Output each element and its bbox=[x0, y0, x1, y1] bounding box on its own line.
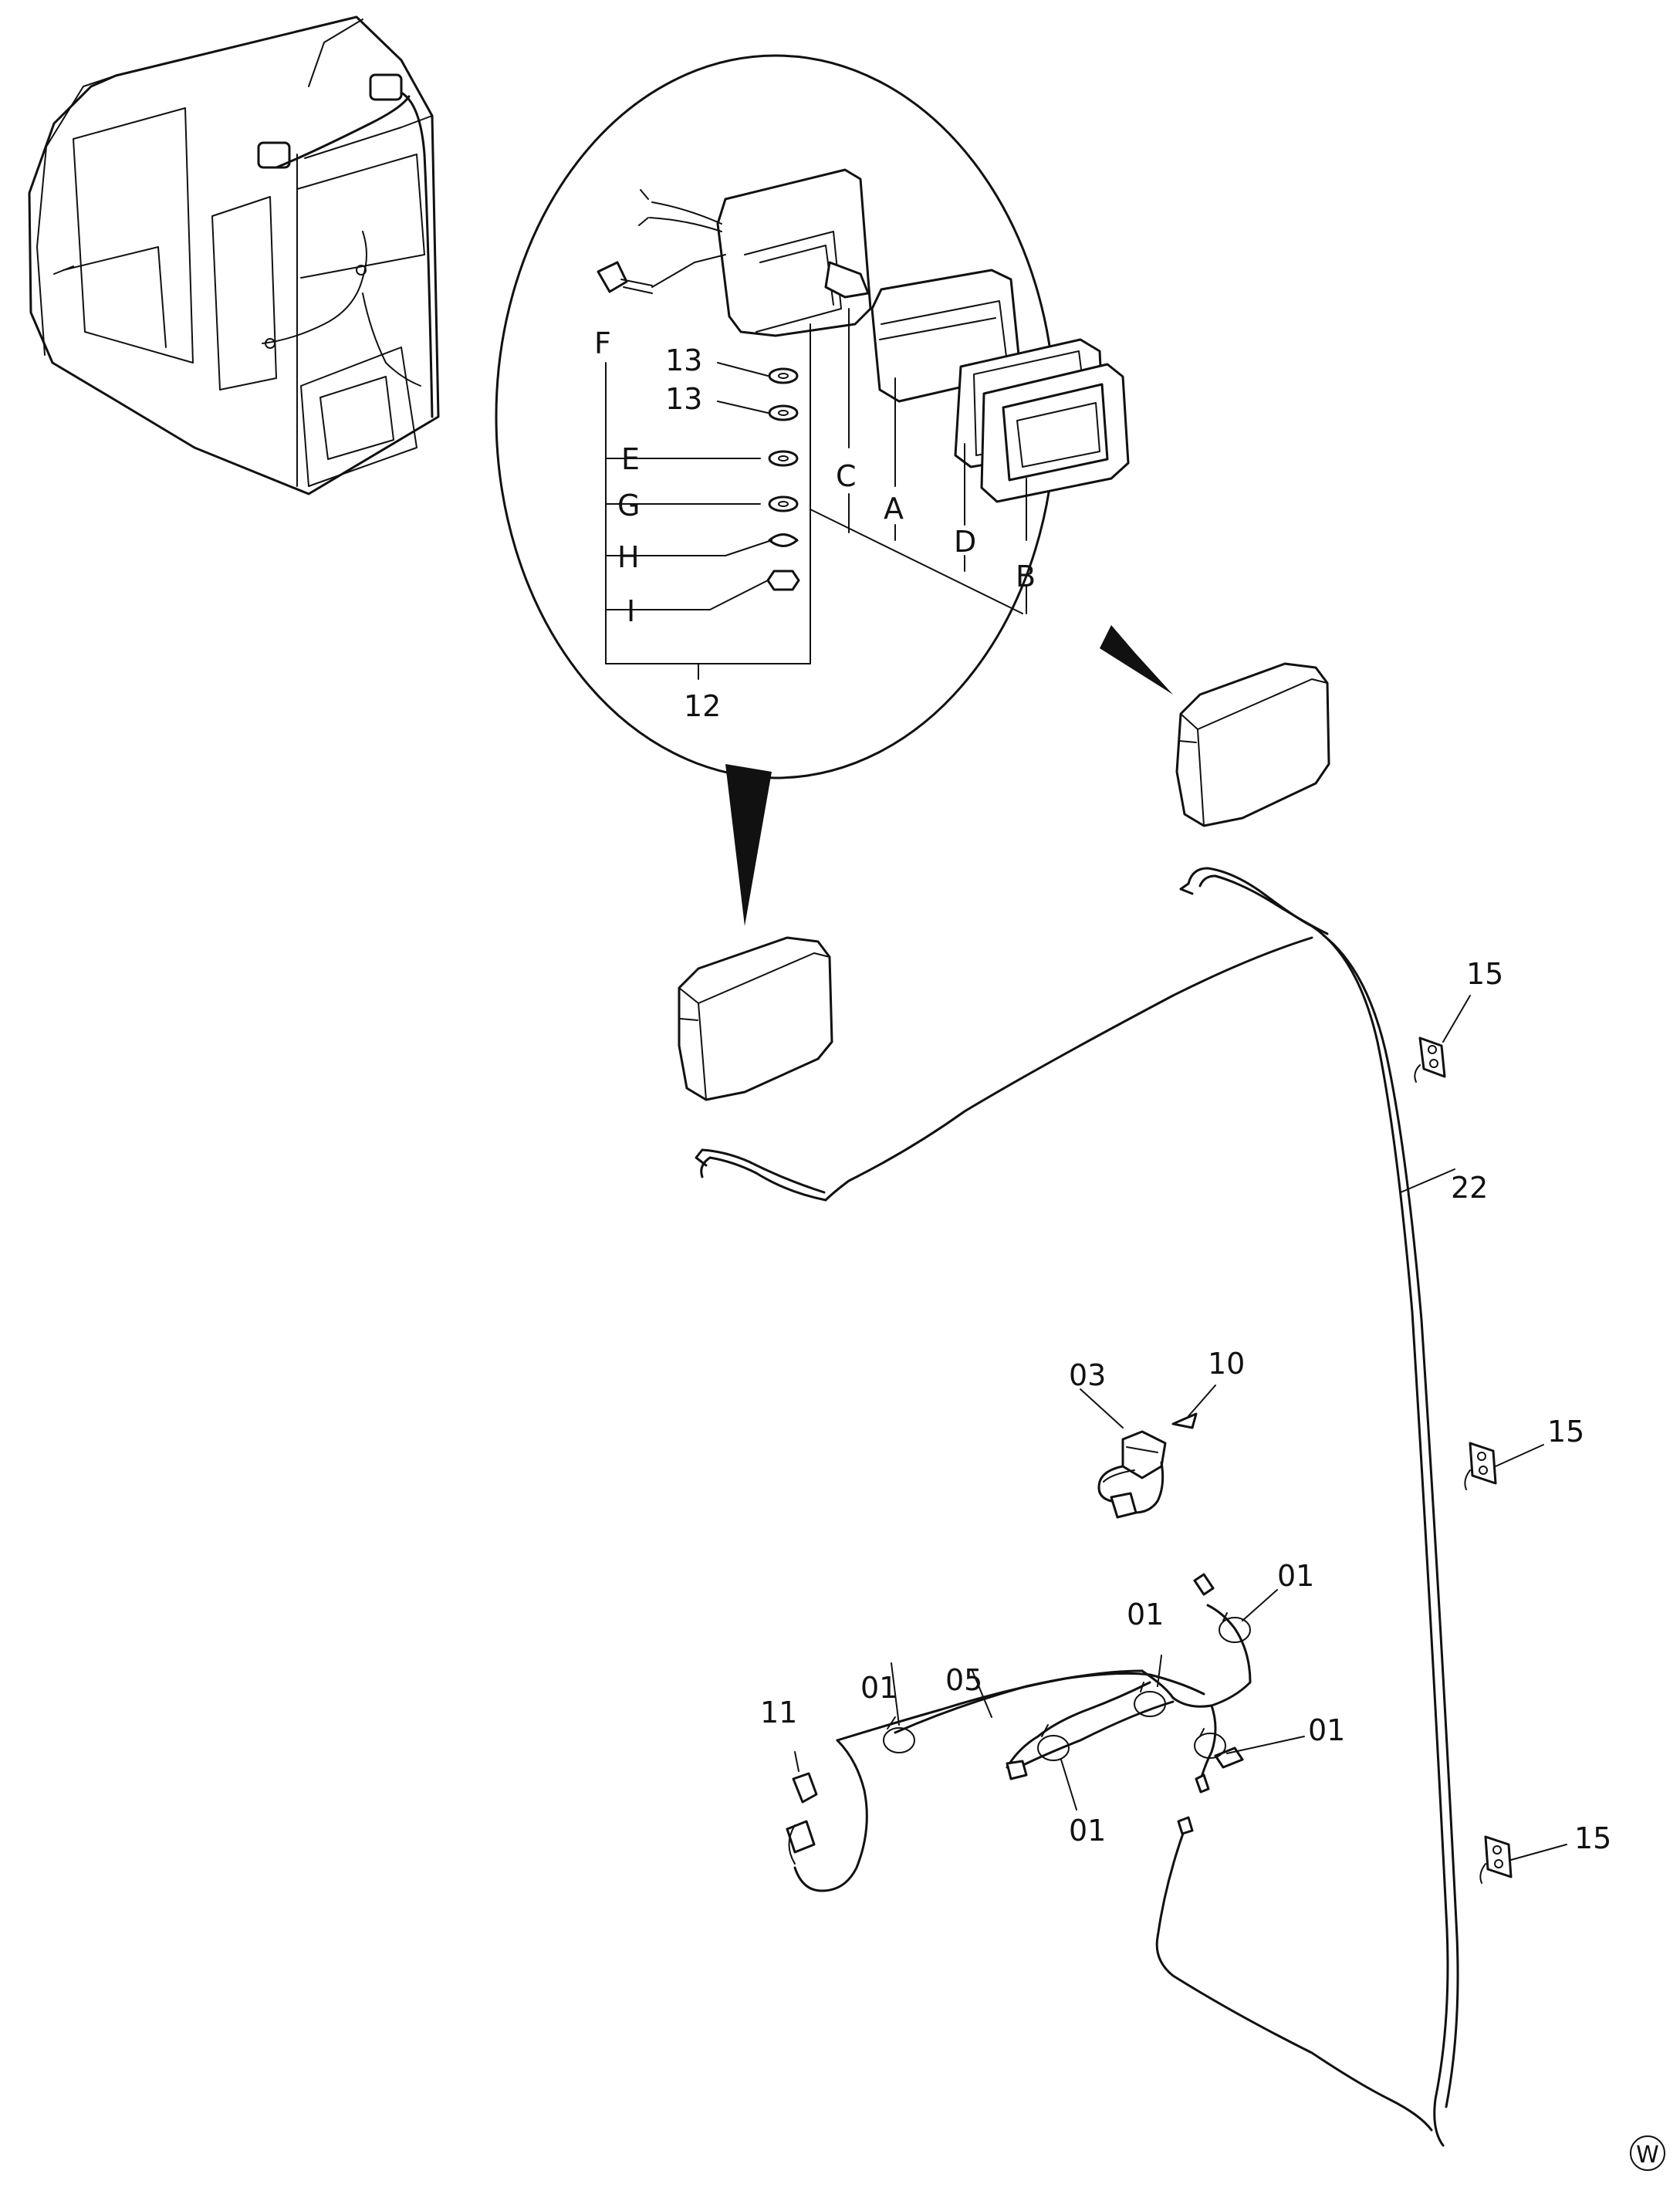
label-12: 12 bbox=[684, 689, 721, 723]
label-13-lower: 13 bbox=[665, 382, 702, 416]
corner-mark-letter: W bbox=[1636, 2142, 1659, 2169]
label-F: F bbox=[594, 326, 611, 360]
label-D: D bbox=[954, 525, 976, 559]
label-H: H bbox=[617, 540, 640, 574]
part-03-socket bbox=[1080, 1388, 1167, 1519]
bracket-15-mid bbox=[1464, 1442, 1544, 1490]
part-11-relay bbox=[786, 1751, 818, 1865]
label-15-bottom: 15 bbox=[1574, 1821, 1611, 1855]
ground-wire bbox=[1155, 1816, 1433, 2132]
label-15-top: 15 bbox=[1466, 957, 1503, 991]
cab-overview bbox=[28, 15, 440, 495]
label-B: B bbox=[1016, 560, 1036, 593]
part-10-label-tag bbox=[1171, 1385, 1216, 1429]
label-03: 03 bbox=[1069, 1358, 1106, 1392]
label-13-upper: 13 bbox=[665, 343, 702, 377]
label-05: 05 bbox=[945, 1663, 982, 1697]
label-10: 10 bbox=[1208, 1347, 1245, 1381]
label-01-far-right: 01 bbox=[1308, 1713, 1345, 1747]
label-01-right: 01 bbox=[1277, 1559, 1314, 1593]
label-I: I bbox=[627, 594, 635, 628]
label-01-center: 01 bbox=[1127, 1598, 1164, 1631]
work-lamp-left bbox=[678, 936, 833, 1101]
main-labels: 15 22 10 03 15 01 01 05 01 11 01 01 15 bbox=[760, 957, 1611, 1855]
bracket-15-top bbox=[1414, 995, 1471, 1083]
bracket-15-bottom bbox=[1479, 1835, 1567, 1884]
label-15-mid: 15 bbox=[1547, 1415, 1584, 1449]
label-E: E bbox=[621, 442, 640, 476]
label-11: 11 bbox=[760, 1696, 797, 1729]
label-A: A bbox=[884, 492, 904, 526]
corner-mark-w: W bbox=[1630, 2135, 1665, 2171]
detail-labels: F 13 13 E G H I C A D B 12 bbox=[594, 326, 1036, 723]
label-C: C bbox=[836, 459, 857, 493]
label-01-bottom: 01 bbox=[1069, 1814, 1106, 1848]
harness-22 bbox=[695, 867, 1459, 2147]
harness-05 bbox=[793, 1573, 1305, 1892]
label-01-left: 01 bbox=[860, 1671, 897, 1705]
exploded-work-lamp bbox=[597, 168, 1130, 680]
label-22: 22 bbox=[1451, 1171, 1488, 1205]
work-lamp-right bbox=[1175, 662, 1330, 827]
label-G: G bbox=[617, 489, 640, 522]
